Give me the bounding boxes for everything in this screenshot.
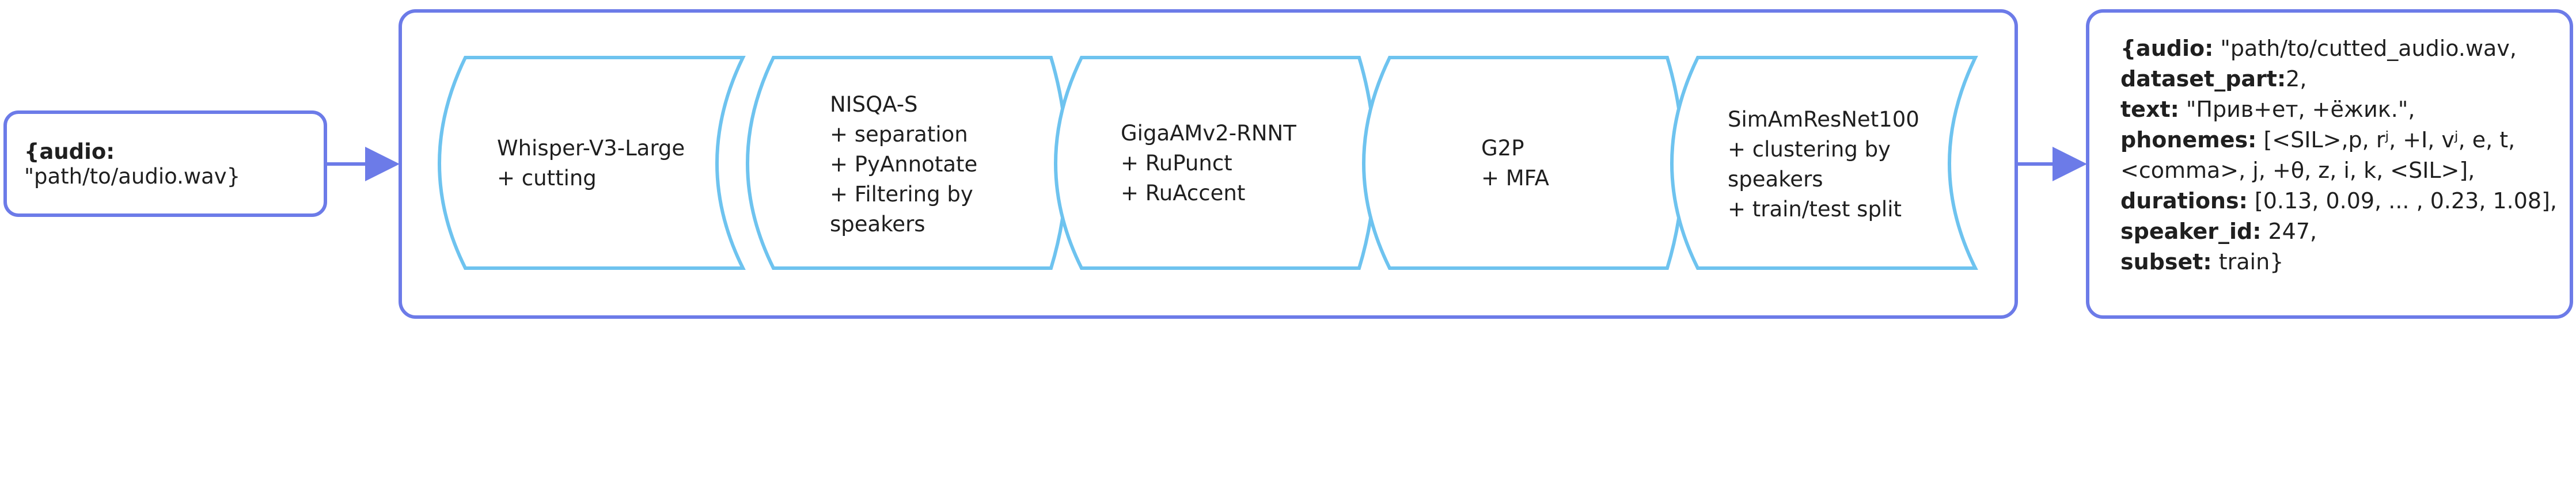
stage-shape-5: [1670, 56, 1978, 270]
output-line-phonemes: phonemes: [<SIL>,p, rʲ, +I, vʲ, e, t,: [2120, 127, 2516, 152]
stage-5-line-4: + train/test split: [1728, 197, 1902, 222]
output-line-durations: durations: [0.13, 0.09, ... , 0.23, 1.08…: [2120, 188, 2558, 213]
pipeline-container: [399, 9, 2018, 319]
input-value: "path/to/audio.wav}: [24, 163, 241, 189]
stage-2-line-5: speakers: [830, 212, 925, 237]
stage-2-label: NISQA-S + separation + PyAnnotate + Filt…: [830, 90, 977, 239]
output-line-audio: {audio: "path/to/cutted_audio.wav,: [2120, 36, 2517, 61]
output-line-text: text: "Прив+ет, +ёжик.",: [2120, 97, 2415, 122]
stage-2-line-4: + Filtering by: [830, 182, 973, 207]
output-line-phonemes-cont: <comma>, j, +θ, z, i, k, <SIL>],: [2120, 158, 2475, 183]
stage-2-line-1: NISQA-S: [830, 92, 918, 117]
stage-5-line-3: speakers: [1728, 167, 1823, 192]
stage-4-line-1: G2P: [1481, 136, 1524, 161]
stage-3-line-3: + RuAccent: [1121, 181, 1246, 205]
output-line-subset: subset: train}: [2120, 249, 2284, 274]
stage-1-line-2: + cutting: [497, 166, 597, 190]
input-box: {audio: "path/to/audio.wav}: [3, 110, 327, 217]
stage-4-line-2: + MFA: [1481, 166, 1549, 190]
stage-3-line-2: + RuPunct: [1121, 151, 1232, 176]
stage-4-label: G2P + MFA: [1481, 134, 1549, 193]
stage-2-line-2: + separation: [830, 122, 968, 147]
stage-2-line-3: + PyAnnotate: [830, 152, 978, 177]
stage-shape-1: [438, 56, 746, 270]
stage-3-line-1: GigaAMv2-RNNT: [1121, 121, 1296, 146]
stage-1-line-1: Whisper-V3-Large: [497, 136, 685, 161]
output-line-speaker-id: speaker_id: 247,: [2120, 219, 2317, 244]
input-key: {audio:: [24, 139, 115, 164]
output-box: {audio: "path/to/cutted_audio.wav, datas…: [2086, 9, 2573, 319]
stage-5-line-2: + clustering by: [1728, 137, 1891, 162]
stage-1-label: Whisper-V3-Large + cutting: [497, 134, 685, 193]
stage-5-label: SimAmResNet100 + clustering by speakers …: [1728, 105, 1919, 224]
stage-3-label: GigaAMv2-RNNT + RuPunct + RuAccent: [1121, 119, 1296, 208]
stage-5-line-1: SimAmResNet100: [1728, 107, 1919, 132]
output-line-dataset-part: dataset_part:2,: [2120, 66, 2307, 91]
